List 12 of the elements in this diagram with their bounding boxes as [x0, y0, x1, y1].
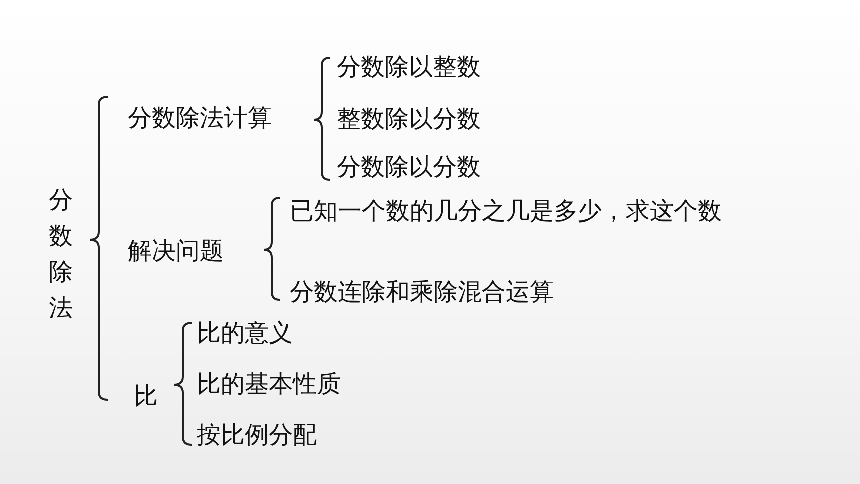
topic-label: 分数连除和乘除混合运算 [290, 277, 554, 307]
topic-label: 分数除法计算 [128, 103, 272, 133]
topic-label: 已知一个数的几分之几是多少，求这个数 [290, 196, 722, 226]
topic-label: 分数除以分数 [337, 152, 481, 182]
topic-title: 分数除法 [48, 182, 74, 326]
topic-label: 比的意义 [197, 318, 293, 348]
topic-label: 按比例分配 [197, 420, 317, 450]
topic-label: 分数除以整数 [337, 52, 481, 82]
topic-label: 整数除以分数 [337, 104, 481, 134]
topic-label: 比 [134, 381, 158, 411]
topic-label: 解决问题 [128, 236, 224, 266]
topic-label: 比的基本性质 [197, 369, 341, 399]
